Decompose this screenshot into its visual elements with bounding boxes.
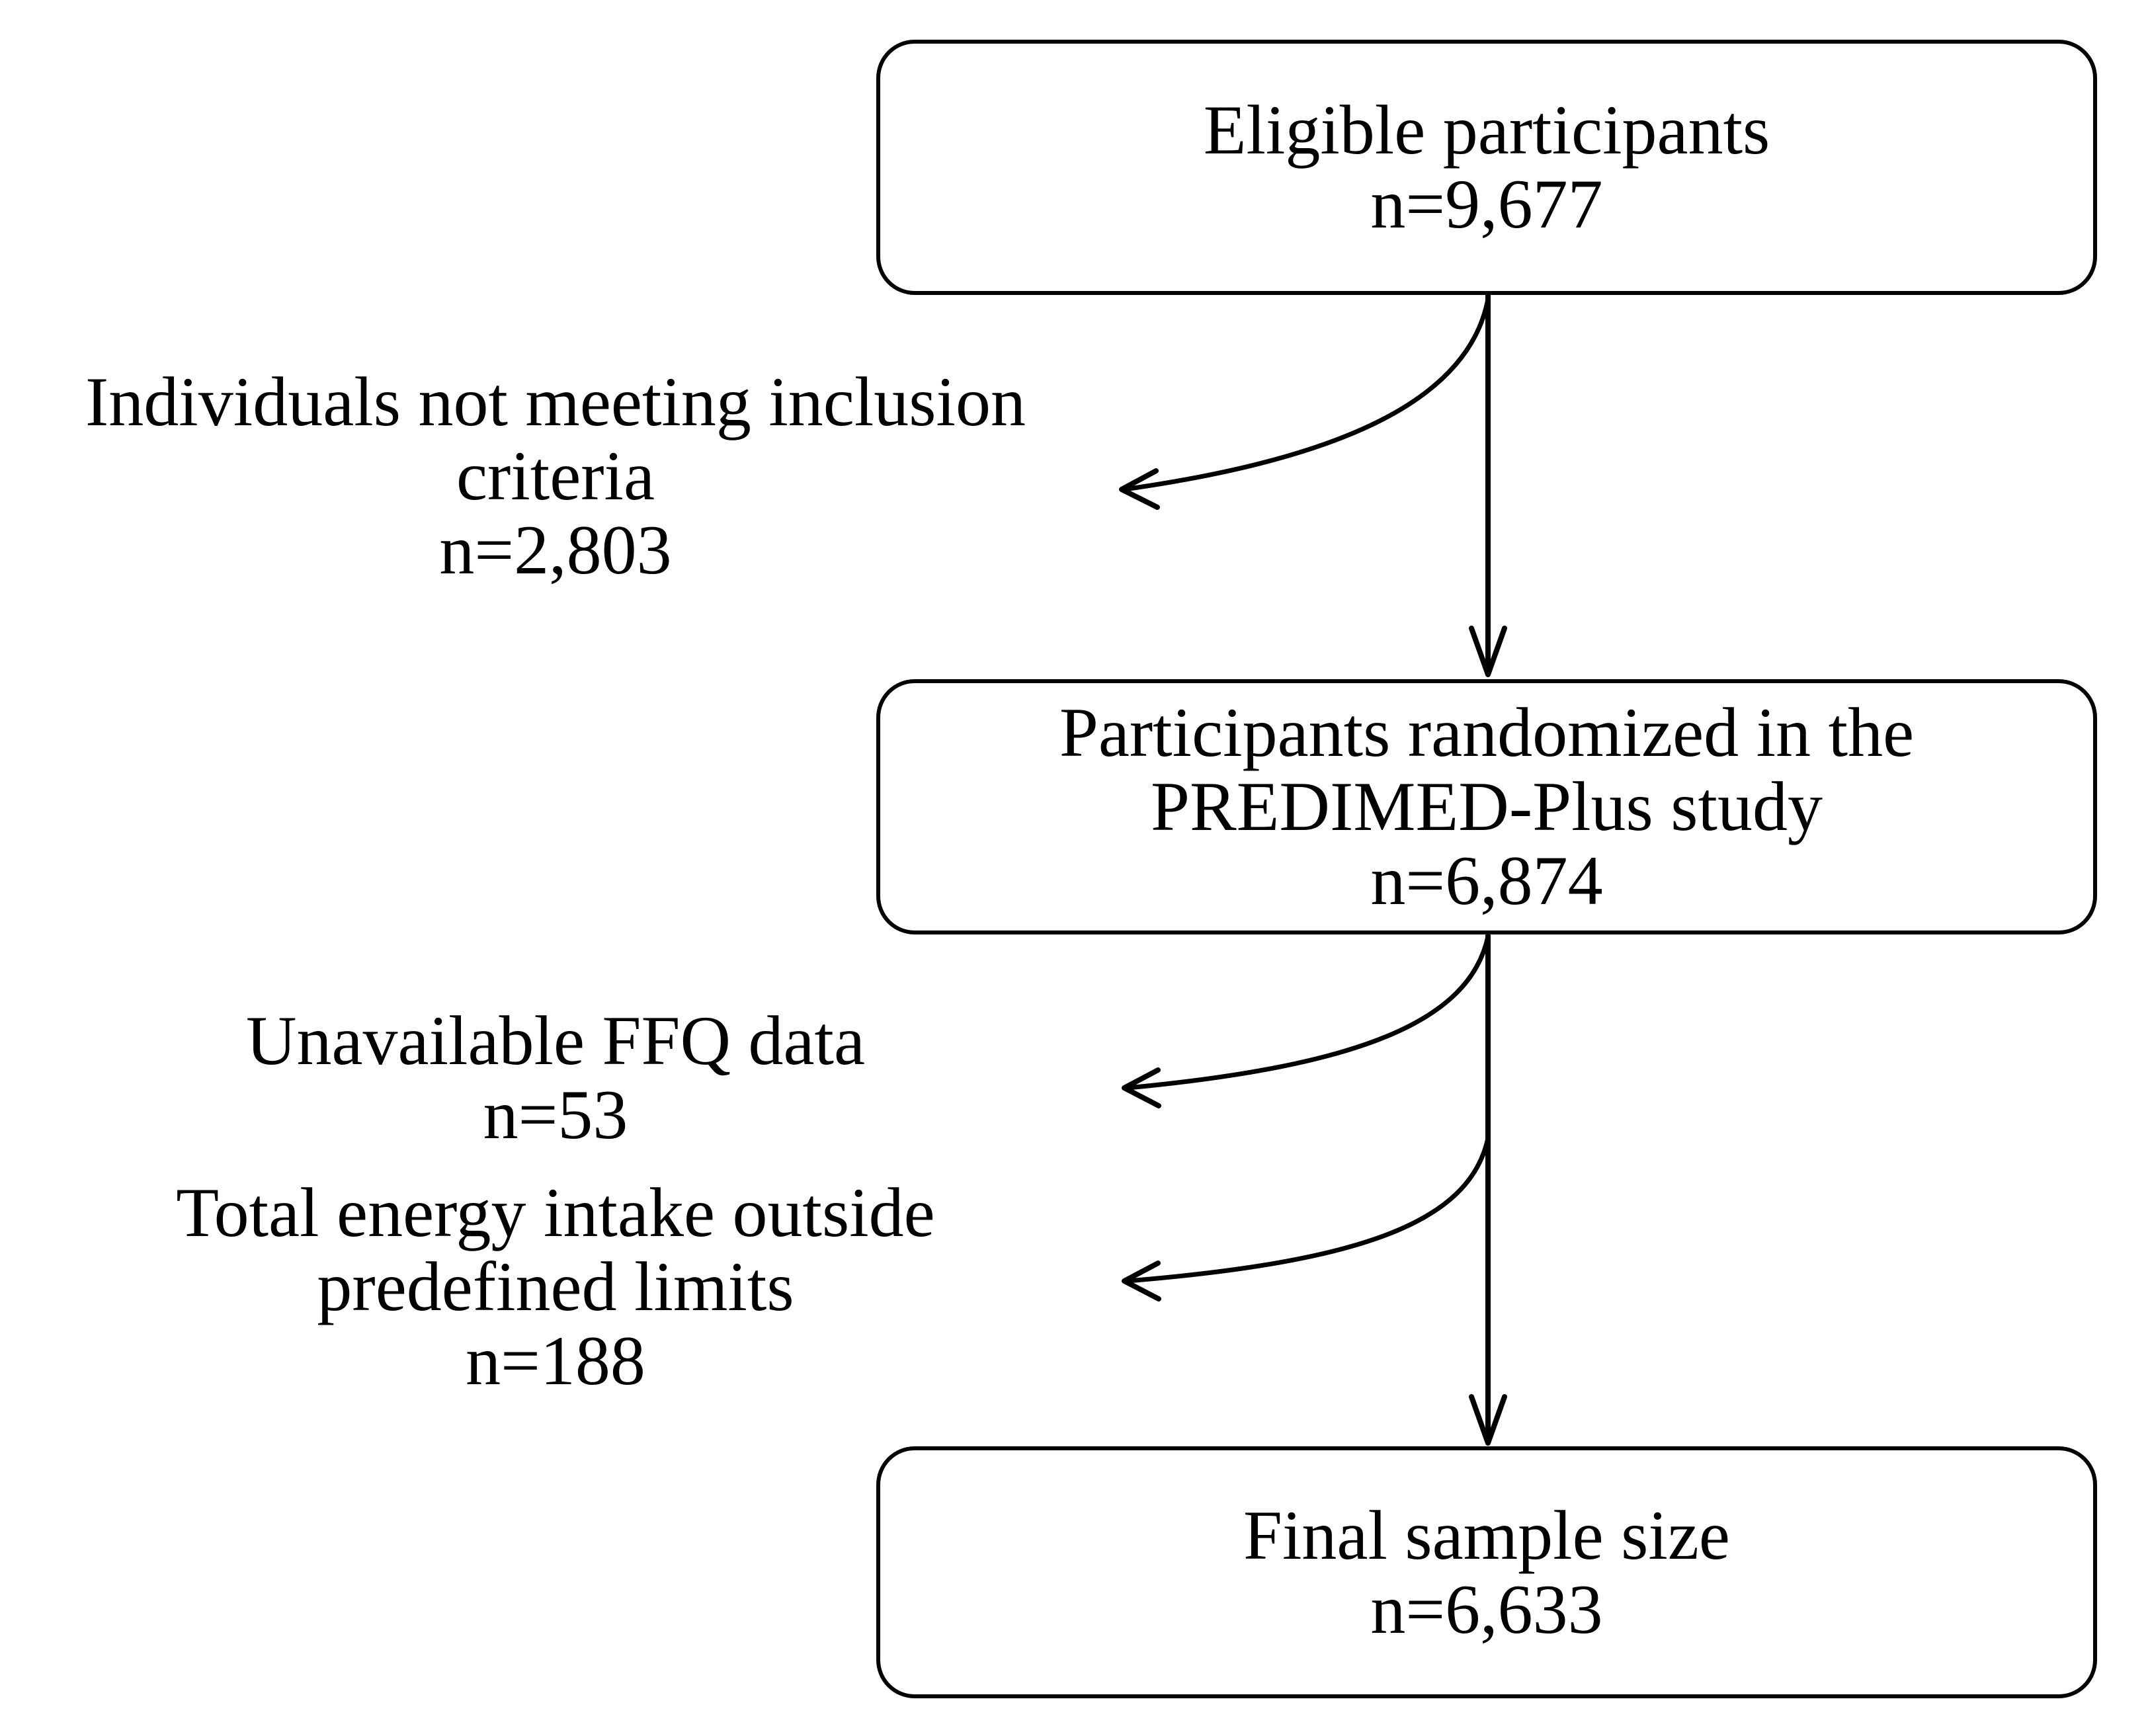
- arrowhead-left-icon: [1119, 468, 1160, 510]
- box-eligible-participants: Eligible participants n=9,677: [876, 40, 2097, 295]
- arrow-exclusion-ffq-data: [1125, 934, 1491, 1091]
- box-count: n=6,633: [1370, 1570, 1603, 1648]
- exclusion-count: n=53: [483, 1076, 628, 1153]
- box-label: Final sample size: [1243, 1496, 1730, 1574]
- box-label: Eligible participants: [1203, 91, 1770, 169]
- exclusion-note-energy-intake: Total energy intake outside predefined l…: [5, 1176, 1106, 1398]
- box-label: Participants randomized in the PREDIMED-…: [1059, 694, 1915, 845]
- box-randomized-participants: Participants randomized in the PREDIMED-…: [876, 679, 2097, 934]
- arrow-exclusion-energy-intake: [1125, 1136, 1491, 1284]
- arrowhead-down-icon: [1469, 1394, 1507, 1446]
- exclusion-note-inclusion-criteria: Individuals not meeting inclusion criter…: [5, 365, 1106, 587]
- arrowhead-down-icon: [1469, 626, 1507, 677]
- exclusion-count: n=2,803: [439, 511, 672, 589]
- box-count: n=6,874: [1370, 842, 1603, 919]
- exclusion-note-ffq-data: Unavailable FFQ data n=53: [5, 1004, 1106, 1152]
- exclusion-label: Unavailable FFQ data: [245, 1002, 866, 1079]
- arrowhead-left-icon: [1122, 1067, 1161, 1108]
- exclusion-label: Individuals not meeting inclusion criter…: [85, 363, 1026, 515]
- exclusion-count: n=188: [466, 1322, 645, 1399]
- arrow-exclusion-inclusion-criteria: [1122, 296, 1491, 492]
- box-final-sample-size: Final sample size n=6,633: [876, 1446, 2097, 1698]
- exclusion-label: Total energy intake outside predefined l…: [176, 1174, 935, 1325]
- arrowhead-left-icon: [1122, 1261, 1161, 1302]
- box-count: n=9,677: [1370, 165, 1603, 243]
